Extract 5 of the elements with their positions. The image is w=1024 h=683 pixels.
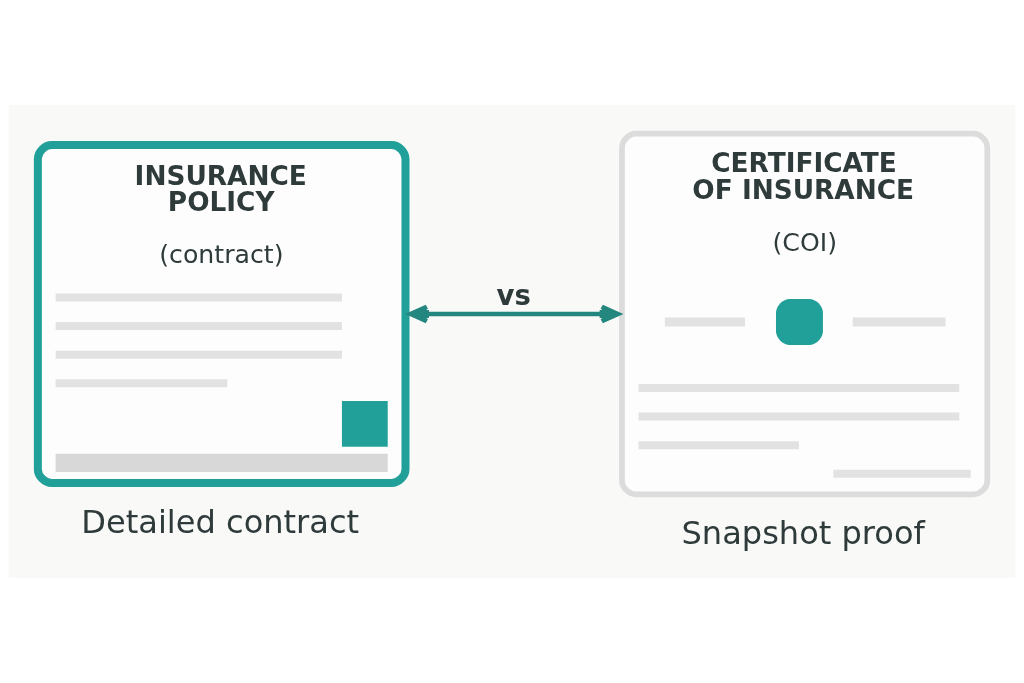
edge-label: vs — [496, 279, 531, 312]
arrow — [408, 304, 621, 324]
node-label: Detailed contract — [81, 503, 360, 542]
node-label: Snapshot proof — [681, 513, 925, 552]
node-box: INSURANCE POLICY (contract) — [33, 141, 410, 487]
